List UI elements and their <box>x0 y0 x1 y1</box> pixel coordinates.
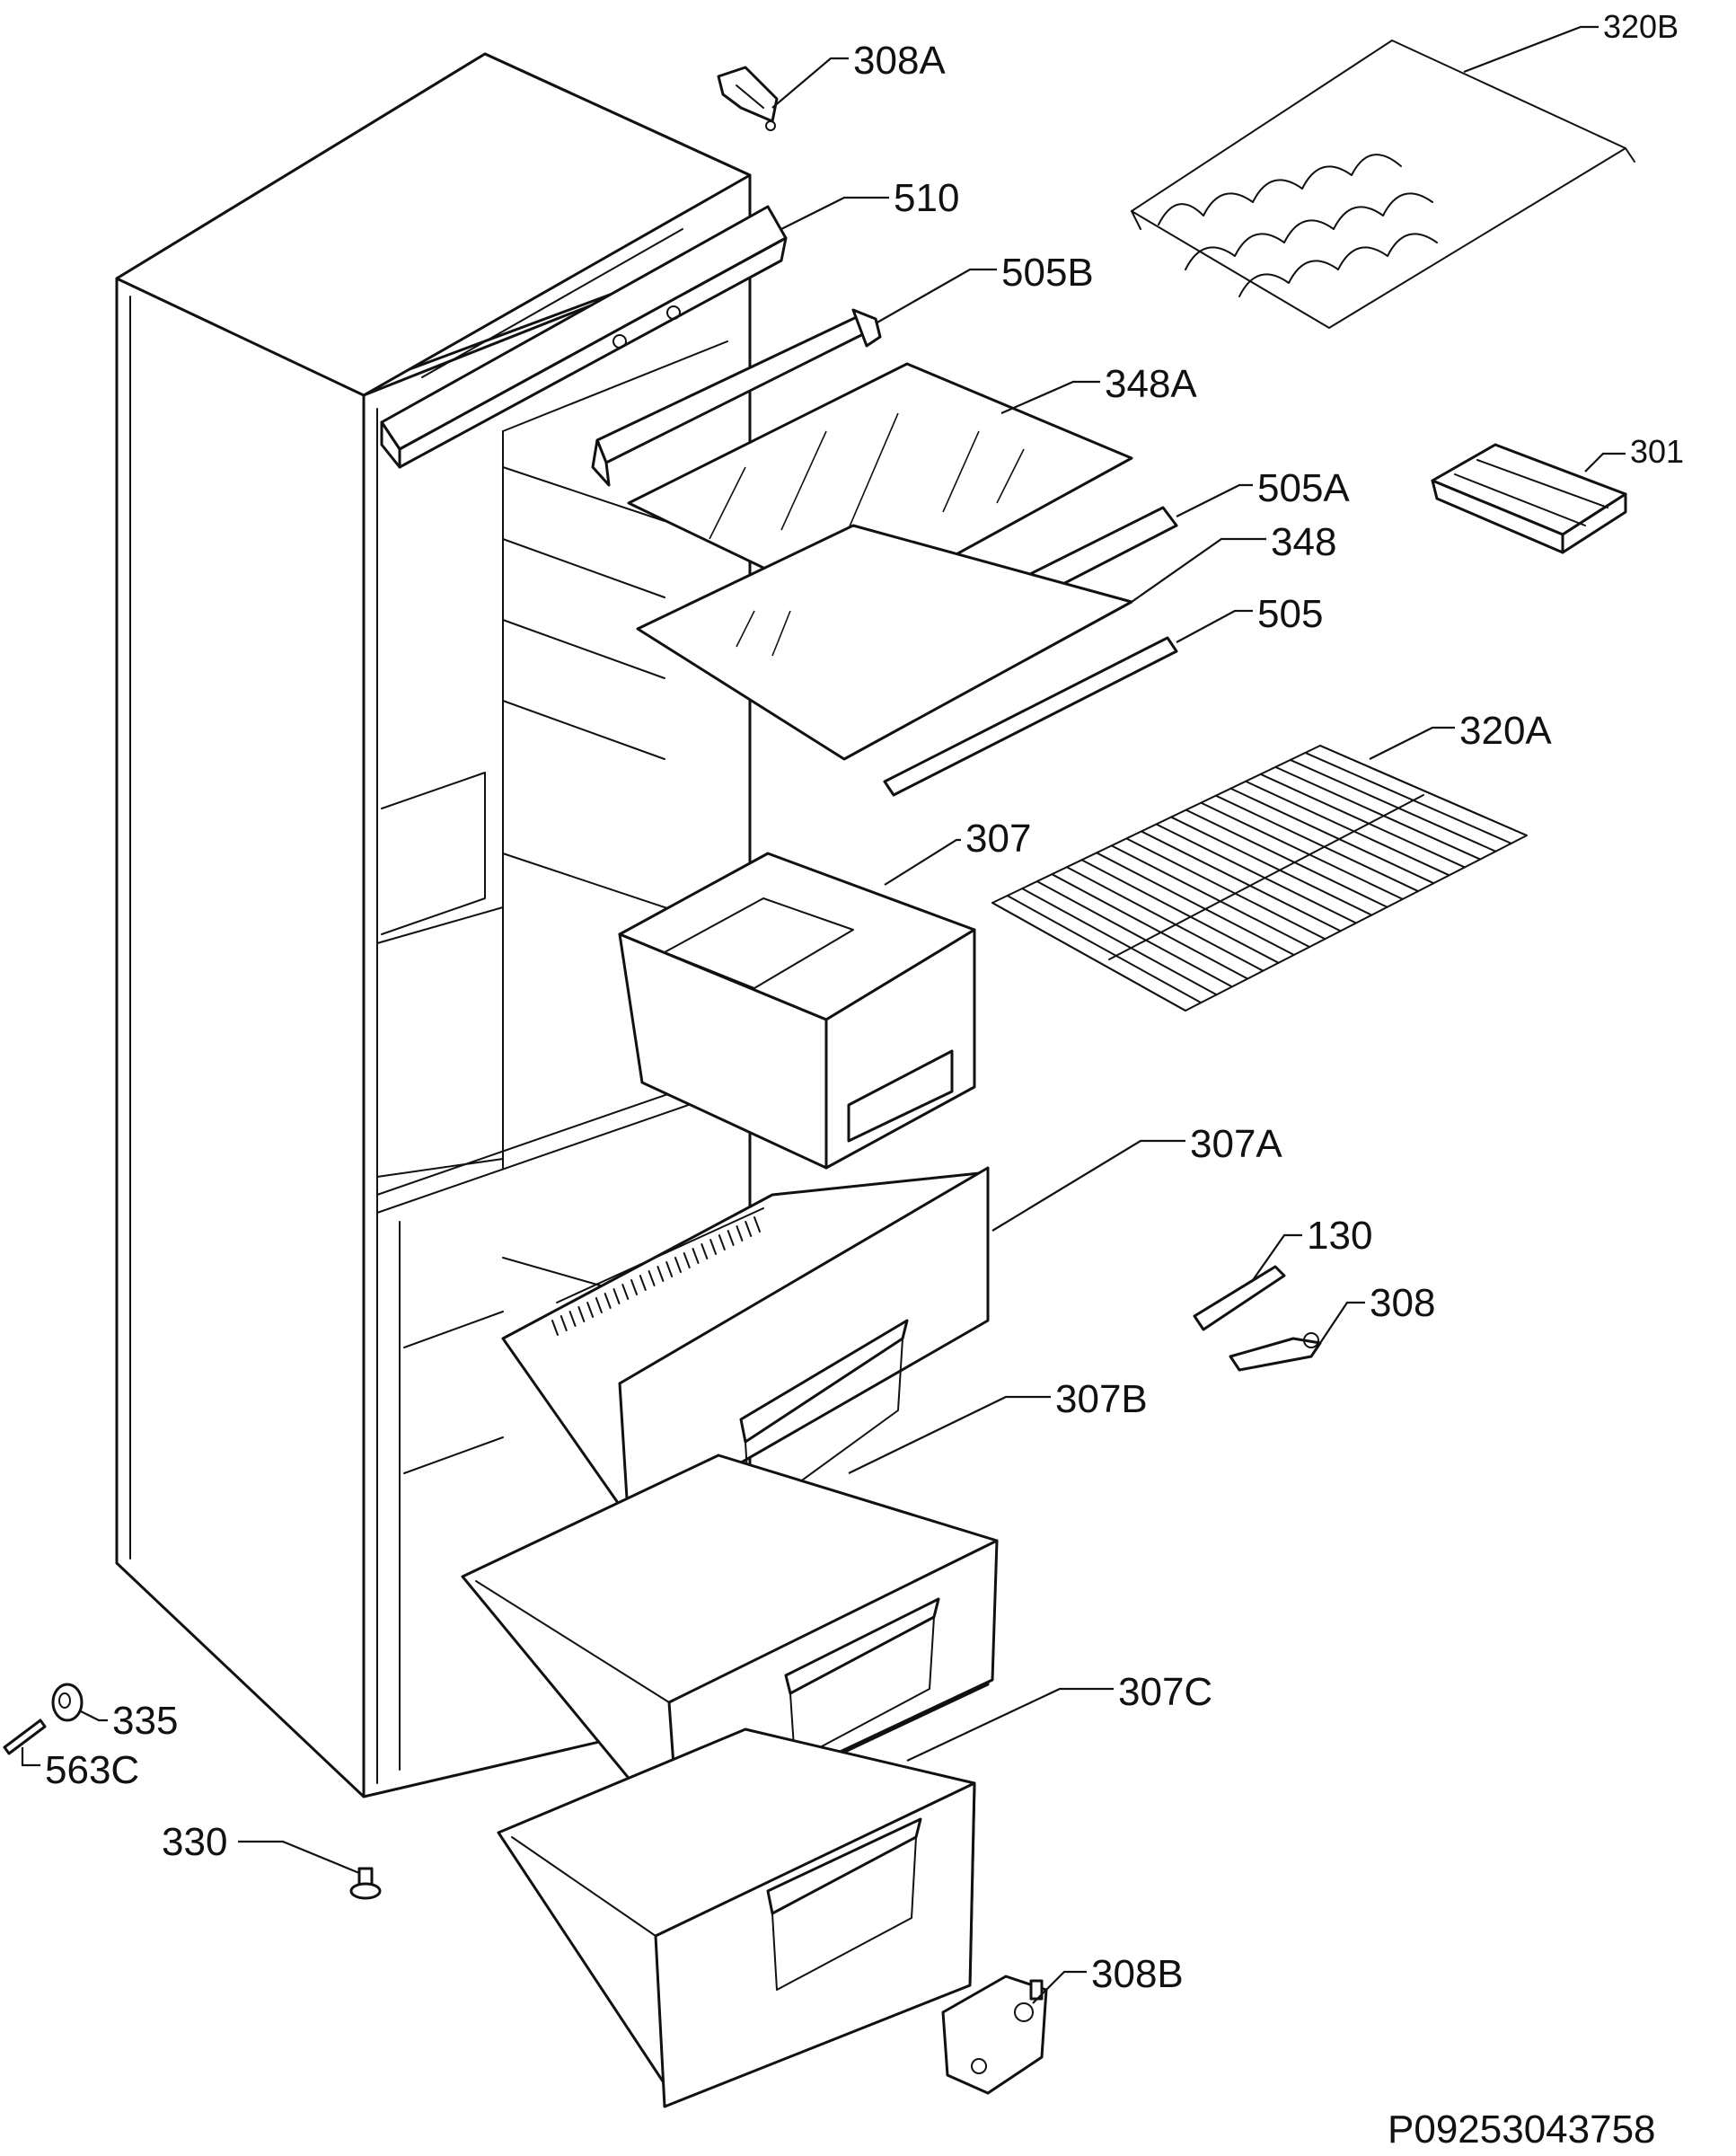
leader-lines <box>21 25 1626 2004</box>
callout-563C: 563C <box>45 1748 139 1792</box>
glass-shelf-348A <box>627 362 1133 613</box>
wire-rung <box>1080 859 1280 964</box>
callout-307C: 307C <box>1118 1670 1212 1714</box>
wire-rung <box>1289 758 1497 853</box>
callout-308: 308 <box>1370 1281 1435 1325</box>
drawer-vent-slot <box>701 1243 709 1259</box>
wire-rung <box>1006 895 1203 1004</box>
callout-labels: 308A 320B 510 505B 348A 301 505A 348 505… <box>45 8 1684 1996</box>
callout-130: 130 <box>1307 1214 1372 1258</box>
callout-320B: 320B <box>1603 8 1679 45</box>
wire-rung <box>1140 830 1342 932</box>
callout-308A: 308A <box>853 39 946 83</box>
wine-rack-320B <box>1131 40 1635 329</box>
callout-505A: 505A <box>1257 466 1350 510</box>
drawer-vent-slot <box>736 1225 744 1241</box>
hinge-308 <box>1229 1332 1322 1372</box>
wire-rung <box>1051 873 1249 980</box>
wire-rung <box>1319 745 1528 836</box>
drawer-vent-slot <box>745 1221 753 1237</box>
wire-rung <box>1096 852 1295 956</box>
drawer-vent-slot <box>674 1257 682 1273</box>
wire-rung <box>1021 888 1218 996</box>
wire-rung <box>1245 780 1450 877</box>
top-hinge-308A <box>717 66 779 131</box>
wire-shelf-rungs <box>991 745 1528 1012</box>
wire-rung <box>1304 751 1512 844</box>
wire-rung <box>1214 794 1420 893</box>
callout-307B: 307B <box>1055 1377 1148 1421</box>
drawer-vent-slot <box>727 1230 735 1246</box>
drawer-vent-slot <box>551 1320 559 1336</box>
drawer-vent-slot <box>648 1270 656 1286</box>
shelf-frame-505B <box>591 308 882 487</box>
callout-307A: 307A <box>1190 1122 1282 1166</box>
callout-308B: 308B <box>1091 1952 1184 1996</box>
callout-505: 505 <box>1257 592 1323 636</box>
callout-307: 307 <box>965 817 1031 861</box>
screw-330 <box>349 1867 382 1900</box>
wire-shelf-320A <box>991 745 1528 1012</box>
callout-348A: 348A <box>1105 362 1197 406</box>
callout-320A: 320A <box>1459 709 1552 753</box>
wire-rung <box>1229 787 1435 885</box>
callout-510: 510 <box>894 176 959 220</box>
drawer-vent-slot <box>665 1261 674 1277</box>
drawer-vent-slot <box>718 1234 726 1250</box>
foot-335 <box>51 1683 84 1722</box>
wire-rung <box>1259 773 1466 869</box>
wire-rung <box>1125 837 1326 941</box>
box-307 <box>618 852 976 1170</box>
drawer-vent-slot <box>577 1306 586 1322</box>
bottom-hinge-308B <box>941 1975 1048 2095</box>
callout-330: 330 <box>162 1820 227 1864</box>
callout-301: 301 <box>1630 433 1684 470</box>
drawer-vent-slot <box>683 1252 691 1268</box>
drawer-vent-slot <box>753 1216 761 1233</box>
drawer-307A <box>501 1166 990 1529</box>
wire-rung <box>1170 816 1373 916</box>
drawer-vent-slot <box>692 1248 700 1264</box>
wire-rung <box>991 902 1186 1012</box>
shelf-rail-505 <box>883 636 1178 797</box>
drawer-vent-slot <box>560 1315 568 1331</box>
drawer-vent-slot <box>630 1279 639 1295</box>
hinge-pin-130 <box>1193 1265 1286 1331</box>
wire-rung <box>1155 823 1357 924</box>
ice-tray-301 <box>1431 443 1627 554</box>
document-code: P09253043758 <box>1388 2107 1656 2152</box>
wire-rung <box>1110 844 1311 949</box>
drawer-vent-slot <box>568 1311 577 1327</box>
wire-rung <box>1065 866 1265 972</box>
drawer-vent-slot <box>604 1293 612 1309</box>
wire-rung <box>1035 880 1233 988</box>
wire-rung <box>1274 765 1482 861</box>
callout-348: 348 <box>1271 520 1336 564</box>
callout-335: 335 <box>112 1699 178 1743</box>
control-panel-510 <box>380 205 788 469</box>
drawer-vent-slot <box>612 1288 621 1304</box>
rod-563C <box>3 1719 47 1755</box>
drawer-vent-slot <box>586 1302 595 1318</box>
wire-rung <box>1200 801 1404 900</box>
drawer-vent-slot <box>639 1275 647 1291</box>
drawer-vent-slot <box>621 1284 630 1300</box>
drawer-307C <box>497 1727 976 2108</box>
wire-rung <box>1185 808 1388 908</box>
drawer-vent-slot <box>709 1239 718 1255</box>
drawer-vent-slot <box>595 1297 603 1313</box>
drawer-vent-slot <box>657 1266 665 1282</box>
drawer-307A-vents <box>551 1216 761 1336</box>
callout-505B: 505B <box>1001 251 1094 295</box>
